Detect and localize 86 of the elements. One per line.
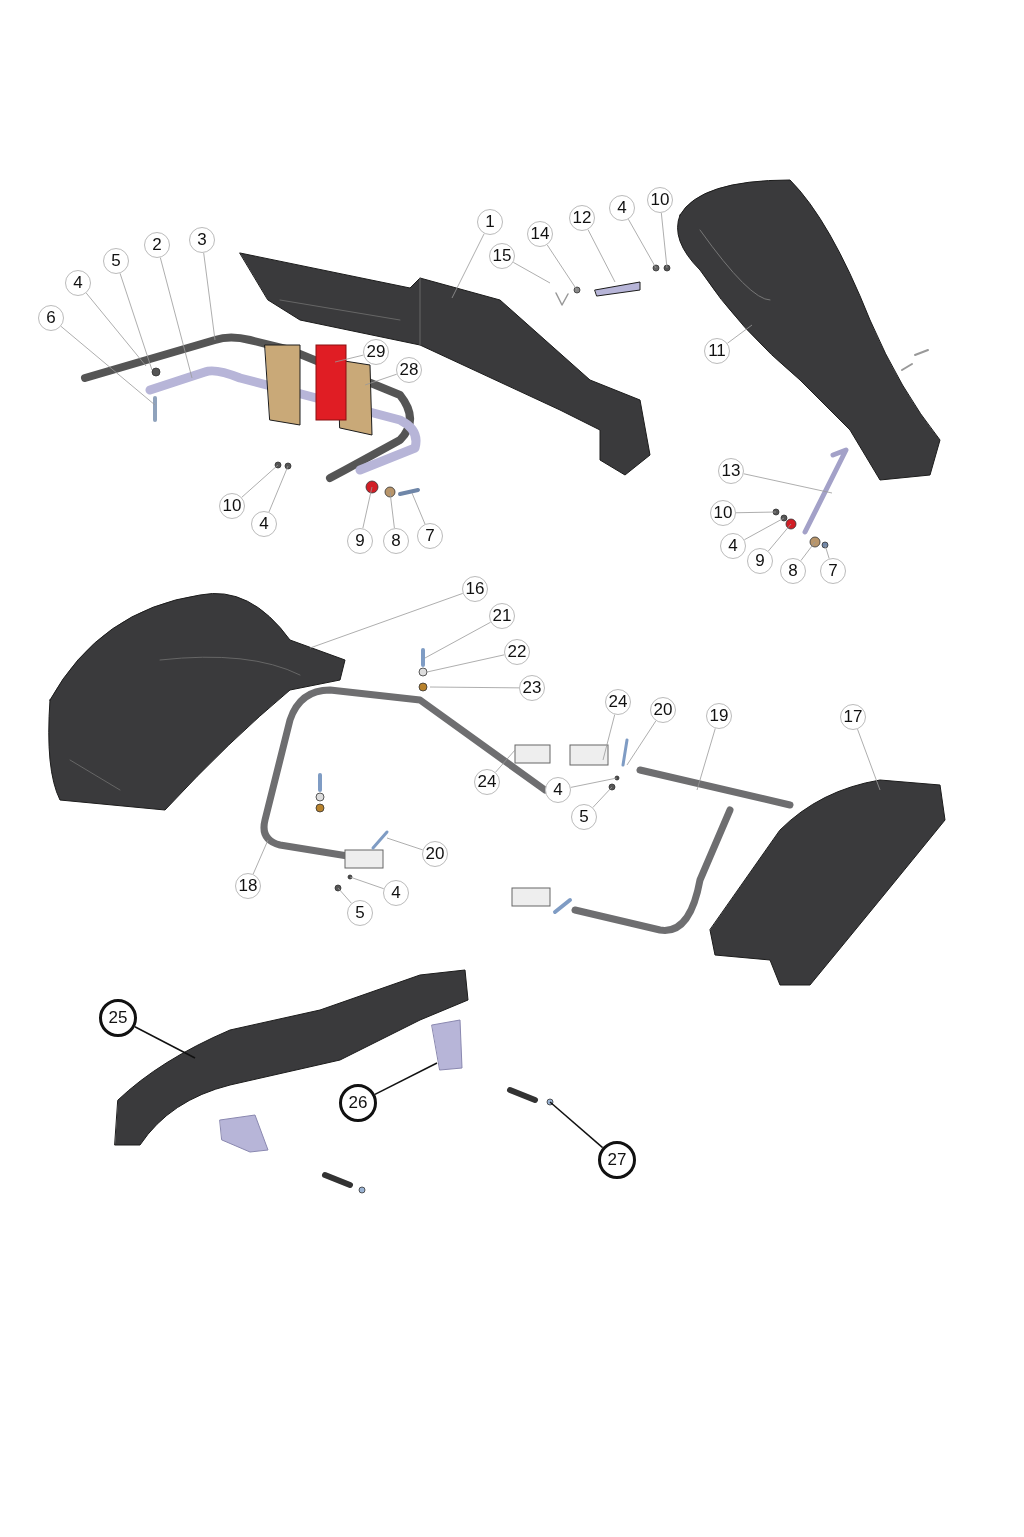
- callout-number: 5: [571, 804, 597, 830]
- leader-line: [119, 272, 153, 371]
- callout-number: 8: [383, 528, 409, 554]
- callout-number: 29: [363, 339, 389, 365]
- callout-number: 4: [65, 270, 91, 296]
- leader-line: [549, 1101, 604, 1149]
- callout-number: 13: [718, 458, 744, 484]
- leader-line: [252, 839, 269, 875]
- leader-line: [743, 473, 833, 494]
- leader-line: [85, 292, 147, 367]
- leader-line: [546, 244, 578, 291]
- leader-line: [767, 523, 792, 552]
- callout-number: 2: [144, 232, 170, 258]
- callout-number: 24: [605, 689, 631, 715]
- leader-line: [800, 541, 816, 562]
- leader-line: [386, 837, 424, 851]
- leader-line: [349, 876, 385, 890]
- leader-line: [857, 728, 881, 791]
- leader-line: [451, 233, 485, 299]
- leader-line: [626, 720, 657, 766]
- callout-number: 5: [103, 248, 129, 274]
- leader-line: [241, 464, 279, 498]
- callout-number: 17: [840, 704, 866, 730]
- leader-line: [660, 212, 668, 269]
- callout-number: 9: [347, 528, 373, 554]
- leader-line: [389, 491, 395, 529]
- leader-line: [426, 654, 505, 673]
- callout-number: 4: [720, 533, 746, 559]
- leader-line: [735, 511, 777, 514]
- leader-line: [602, 714, 616, 761]
- callout-number: 25: [99, 999, 137, 1037]
- callout-number: 10: [647, 187, 673, 213]
- leader-line: [362, 486, 373, 529]
- leader-line: [334, 354, 364, 363]
- leader-line: [309, 593, 464, 649]
- leader-line: [268, 465, 289, 513]
- callout-number: 14: [527, 221, 553, 247]
- callout-number: 27: [598, 1141, 636, 1179]
- leader-line: [424, 621, 491, 659]
- leader-line: [337, 887, 352, 904]
- leader-line: [364, 373, 398, 386]
- callout-number: 10: [219, 493, 245, 519]
- callout-number: 4: [251, 511, 277, 537]
- callout-number: 4: [545, 777, 571, 803]
- callout-number: 20: [650, 697, 676, 723]
- leader-line: [512, 261, 551, 284]
- leader-line: [374, 1062, 438, 1096]
- callout-number: 12: [569, 205, 595, 231]
- leader-line: [570, 777, 618, 788]
- callout-number: 20: [422, 841, 448, 867]
- leader-line: [628, 218, 657, 269]
- callout-number: 1: [477, 209, 503, 235]
- callout-number: 19: [706, 703, 732, 729]
- callout-number: 26: [339, 1084, 377, 1122]
- callout-number: 3: [189, 227, 215, 253]
- callout-number: 16: [462, 576, 488, 602]
- leader-line: [429, 686, 520, 689]
- callout-number: 15: [489, 243, 515, 269]
- callout-number: 28: [396, 357, 422, 383]
- callout-number: 18: [235, 873, 261, 899]
- callout-number: 21: [489, 603, 515, 629]
- leader-line: [495, 749, 516, 773]
- callout-number: 4: [609, 195, 635, 221]
- callout-number: 9: [747, 548, 773, 574]
- leader-line: [824, 544, 830, 559]
- callout-number: 10: [710, 500, 736, 526]
- callout-number: 7: [820, 558, 846, 584]
- leader-line: [60, 325, 156, 406]
- callout-number: 22: [504, 639, 530, 665]
- callout-number: 7: [417, 523, 443, 549]
- leader-line: [696, 728, 716, 791]
- leader-line: [587, 229, 616, 283]
- leader-line: [134, 1026, 196, 1059]
- leader-line: [744, 517, 785, 541]
- leader-line: [203, 252, 216, 341]
- leader-line: [727, 324, 753, 344]
- leader-line: [592, 786, 613, 808]
- callout-number: 24: [474, 769, 500, 795]
- callout-number: 4: [383, 880, 409, 906]
- callout-number: 11: [704, 338, 730, 364]
- callout-number: 6: [38, 305, 64, 331]
- callout-number: 5: [347, 900, 373, 926]
- leader-line: [159, 257, 193, 379]
- callout-number: 23: [519, 675, 545, 701]
- leader-line: [411, 492, 426, 525]
- callout-number: 8: [780, 558, 806, 584]
